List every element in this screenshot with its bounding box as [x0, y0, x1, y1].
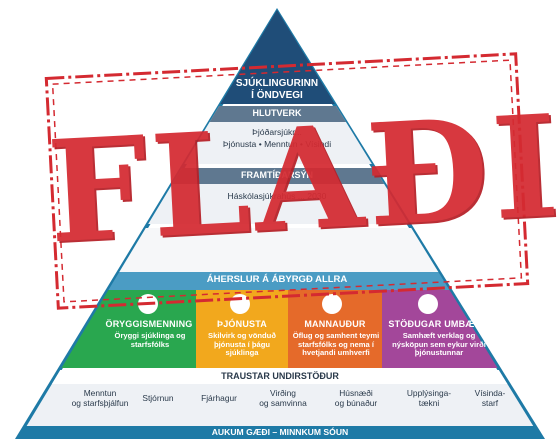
- foundation-item: Stjórnun: [142, 393, 174, 403]
- role-line1: Þjóðarsjúkr...: [252, 127, 302, 137]
- foundation-item: Upplýsinga-tækni: [406, 388, 452, 408]
- cycle-icon: [418, 294, 438, 314]
- apex-line2: Í ÖNDVEGI: [251, 90, 303, 101]
- footer-band: [20, 426, 540, 437]
- apex-line1: SJÚKLINGURINN: [235, 78, 319, 89]
- pillar-service-title: ÞJÓNUSTA: [217, 319, 267, 329]
- vision-title: FRAMTÍÐARSÝN: [241, 170, 313, 180]
- vision-line1: Háskólasjúkrahús ... 2030: [227, 191, 327, 201]
- team-icon: [322, 294, 342, 314]
- pillar-safety-text: Öryggi sjúklinga og starfsfólks: [114, 331, 186, 349]
- foundations-title: TRAUSTAR UNDIRSTÖÐUR: [221, 371, 339, 381]
- role-line2: Þjónusta • Menntun • Vísindi: [222, 139, 332, 149]
- pillar-people-text: Öflug og samhent teymi starfsfólks og ne…: [292, 331, 380, 358]
- role-title: HLUTVERK: [252, 108, 302, 118]
- pillar-safety-title: ÖRYGGISMENNING: [105, 319, 193, 329]
- foundation-item: Vísinda-starf: [474, 388, 506, 408]
- footer-text: AUKUM GÆÐI – MINNKUM SÓUN: [211, 427, 349, 437]
- focus-band: [20, 272, 540, 290]
- foundations-title-band: [20, 370, 540, 384]
- foundation-item: Fjárhagur: [201, 393, 237, 403]
- focus-title: ÁHERSLUR Á ÁBYRGÐ ALLRA: [206, 274, 348, 285]
- pillar-service-text: Skilvirk og vönduð þjónusta í þágu sjúkl…: [208, 331, 276, 358]
- pillar-improvement-text: Samhæft verklag og nýsköpun sem eykur vi…: [392, 331, 486, 358]
- stamp-border: [44, 52, 530, 310]
- stamp-word: FLAÐI: [44, 84, 560, 276]
- stamp: FLAÐI: [42, 50, 560, 313]
- pillar-people-title: MANNAUÐUR: [304, 319, 366, 329]
- pillar-improvement-title: STÖÐUGAR UMBÆTUR: [388, 319, 494, 329]
